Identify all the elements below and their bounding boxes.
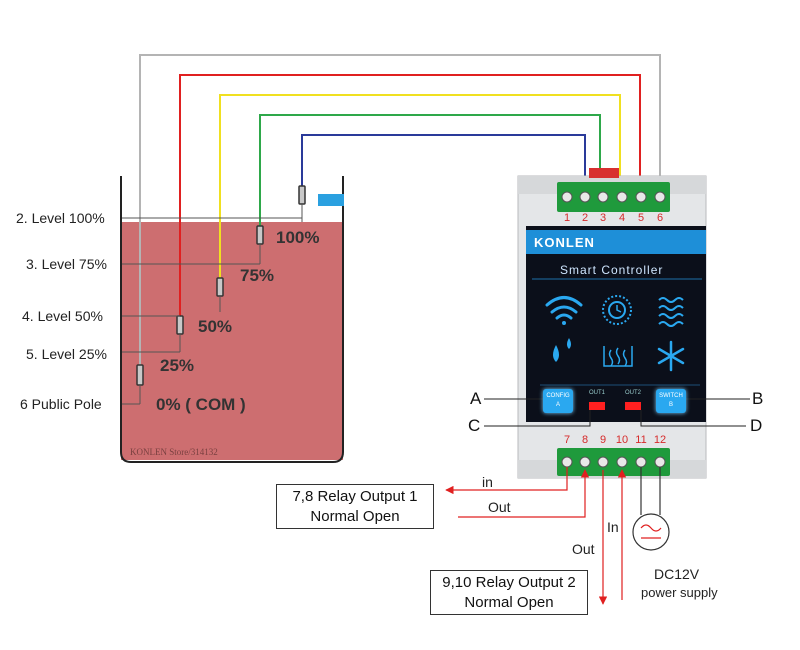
blue-wire: [301, 134, 586, 188]
level-label-com: 6 Public Pole: [20, 396, 102, 412]
tank-inlet: [318, 194, 344, 206]
display-header: [526, 230, 706, 254]
relay2-box: 9,10 Relay Output 2 Normal Open: [430, 570, 588, 615]
level-label-50: 4. Level 50%: [22, 308, 103, 324]
power-source-icon: [632, 513, 670, 551]
pct-75: 75%: [240, 266, 275, 285]
wifi-icon: [545, 296, 583, 325]
water-waves-icon: [658, 297, 684, 327]
callout-d: D: [750, 416, 763, 435]
pct-com: 0% ( COM ): [156, 395, 246, 414]
terminal-3-number: 3: [599, 212, 607, 224]
out1-label: OUT1: [589, 390, 606, 396]
tank-watermark: KONLEN Store/314132: [130, 447, 218, 457]
relay1-mode: Normal Open: [310, 508, 400, 525]
green-wire: [259, 114, 601, 232]
power-wires: [640, 467, 661, 515]
tank-outline: [120, 176, 344, 463]
power-voltage-label: DC12V: [654, 566, 700, 582]
yellow-wire: [219, 94, 621, 280]
probe-75: [256, 225, 264, 245]
top-terminal-block: [557, 182, 670, 212]
gray-wire: [139, 54, 661, 375]
terminal-1-number: 1: [563, 212, 571, 224]
relay1-in-wire: [445, 467, 568, 495]
terminal-12-number: 12: [653, 434, 667, 446]
out2-label: OUT2: [625, 390, 642, 396]
pct-25: 25%: [160, 356, 195, 375]
config-button-label: CONFIG: [546, 393, 570, 399]
terminal-11-number: 11: [635, 434, 647, 446]
level-label-75: 3. Level 75%: [26, 256, 107, 272]
callout-c: C: [468, 416, 481, 435]
red-wire: [179, 74, 641, 318]
bottom-terminal-screws: [561, 456, 666, 468]
out2-led: [625, 402, 641, 410]
terminal-5-number: 5: [637, 212, 645, 224]
config-button-letter: A: [555, 402, 560, 408]
callout-a: A: [470, 389, 482, 408]
relay1-out-wire: [458, 469, 590, 518]
switch-button-label: SWITCH: [659, 393, 683, 399]
sensor-wires: [139, 54, 661, 375]
callout-lines: [484, 398, 750, 427]
relay1-out-label: Out: [488, 499, 511, 515]
top-terminal-screws: [561, 191, 666, 203]
config-button[interactable]: CONFIG A: [543, 389, 573, 413]
out1-led: [589, 402, 605, 410]
droplets-icon: [553, 338, 571, 362]
relay2-out-label: Out: [572, 541, 595, 557]
probe-50: [216, 277, 224, 297]
callout-b: B: [752, 389, 764, 408]
terminal-7-number: 7: [563, 434, 571, 446]
level-leader-lines: [122, 204, 303, 405]
level-label-25: 5. Level 25%: [26, 346, 107, 362]
bottom-terminal-block: [557, 448, 670, 476]
water-tank: [120, 176, 344, 463]
clock-icon: [602, 295, 632, 325]
terminal-8-number: 8: [581, 434, 589, 446]
probe-100: [298, 185, 306, 205]
switch-button-letter: B: [668, 402, 673, 408]
output-wires: [445, 467, 627, 605]
terminal-9-number: 9: [599, 434, 607, 446]
pct-100: 100%: [276, 228, 320, 247]
tank-water: [121, 222, 343, 460]
level-label-100: 2. Level 100%: [16, 210, 105, 226]
terminal-6-number: 6: [656, 212, 664, 224]
switch-button[interactable]: SWITCH B: [656, 389, 686, 413]
relay2-title: 9,10 Relay Output 2: [442, 574, 576, 591]
pct-50: 50%: [198, 317, 233, 336]
panel-subtitle: Smart Controller: [560, 263, 664, 277]
top-red-clip: [589, 168, 619, 178]
relay1-title: 7,8 Relay Output 1: [292, 488, 418, 505]
relay1-box: 7,8 Relay Output 1 Normal Open: [276, 484, 434, 529]
power-supply-label: power supply: [641, 585, 718, 600]
heating-icon: [603, 346, 633, 367]
relay1-in-label: in: [482, 474, 493, 490]
probe-25: [176, 315, 184, 335]
probe-com: [136, 364, 144, 386]
terminal-2-number: 2: [581, 212, 589, 224]
terminal-10-number: 10: [615, 434, 629, 446]
terminal-4-number: 4: [618, 212, 626, 224]
brand-label: KONLEN: [534, 235, 595, 250]
snowflake-icon: [657, 340, 685, 372]
relay2-in-label: In: [607, 519, 619, 535]
relay2-mode: Normal Open: [464, 594, 554, 611]
